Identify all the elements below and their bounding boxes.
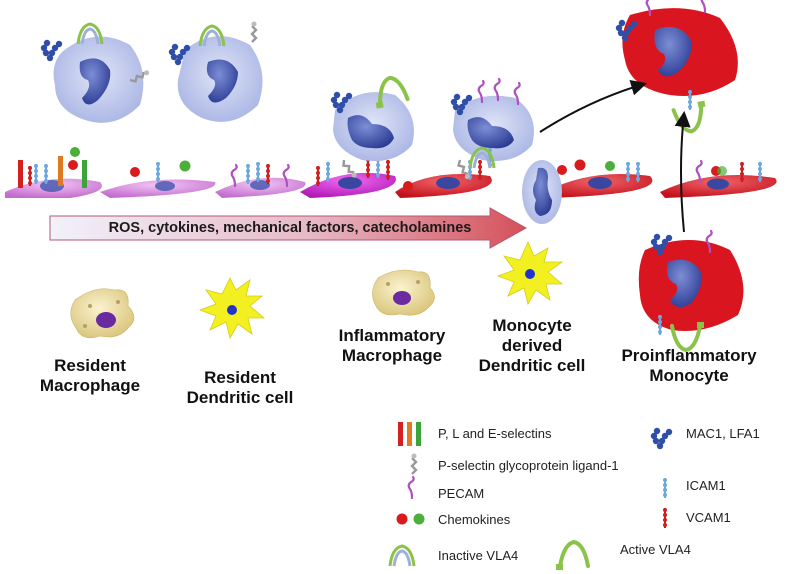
legend-icam1-icon — [662, 477, 668, 499]
process-arrow-label: ROS, cytokines, mechanical factors, cate… — [108, 220, 472, 236]
legend-selectins-icon — [398, 422, 421, 446]
monocyte-derived-dendritic-cell — [496, 241, 564, 306]
legend-vcam1-icon — [662, 507, 668, 529]
legend-vcam1-label: VCAM1 — [686, 510, 731, 525]
resident-dendritic-cell — [198, 277, 266, 340]
legend-icons — [388, 422, 673, 572]
legend-mac1-icon — [650, 427, 673, 450]
legend-inactive-vla4-label: Inactive VLA4 — [438, 548, 519, 563]
process-arrow — [49, 207, 528, 249]
proinflammatory-monocyte-top — [615, 0, 738, 136]
legend-selectins-label: P, L and E-selectins — [438, 426, 552, 441]
proinflammatory-monocyte-bottom — [638, 229, 744, 352]
monocyte-3 — [330, 73, 414, 180]
legend-chemokines-icon — [396, 513, 425, 525]
legend-psgl1-label: P-selectin glycoprotein ligand-1 — [438, 458, 619, 473]
legend-active-vla4-icon — [554, 540, 590, 572]
legend-pecam-label: PECAM — [438, 486, 485, 501]
endothelial-receptors — [18, 147, 763, 191]
monocyte-1 — [40, 22, 152, 123]
legend-inactive-vla4-icon — [388, 544, 416, 568]
arrow-up-from-monocyte — [674, 110, 691, 233]
legend-psgl1-icon — [410, 452, 418, 476]
resident-macrophage-cell — [70, 288, 135, 339]
monocyte-2 — [168, 20, 263, 122]
legend-mac1-lfa1-label: MAC1, LFA1 — [686, 426, 760, 441]
legend-pecam-icon — [407, 475, 415, 500]
transmigrating-monocyte — [522, 160, 562, 224]
monocyte-4 — [450, 77, 534, 182]
arrow-to-proinflammatory — [539, 79, 648, 133]
inflammatory-macrophage-cell — [372, 269, 435, 316]
legend-icam1-label: ICAM1 — [686, 478, 726, 493]
legend-active-vla4-label: Active VLA4 — [620, 542, 691, 557]
legend-chemokines-label: Chemokines — [438, 512, 511, 527]
endothelium — [5, 172, 777, 198]
